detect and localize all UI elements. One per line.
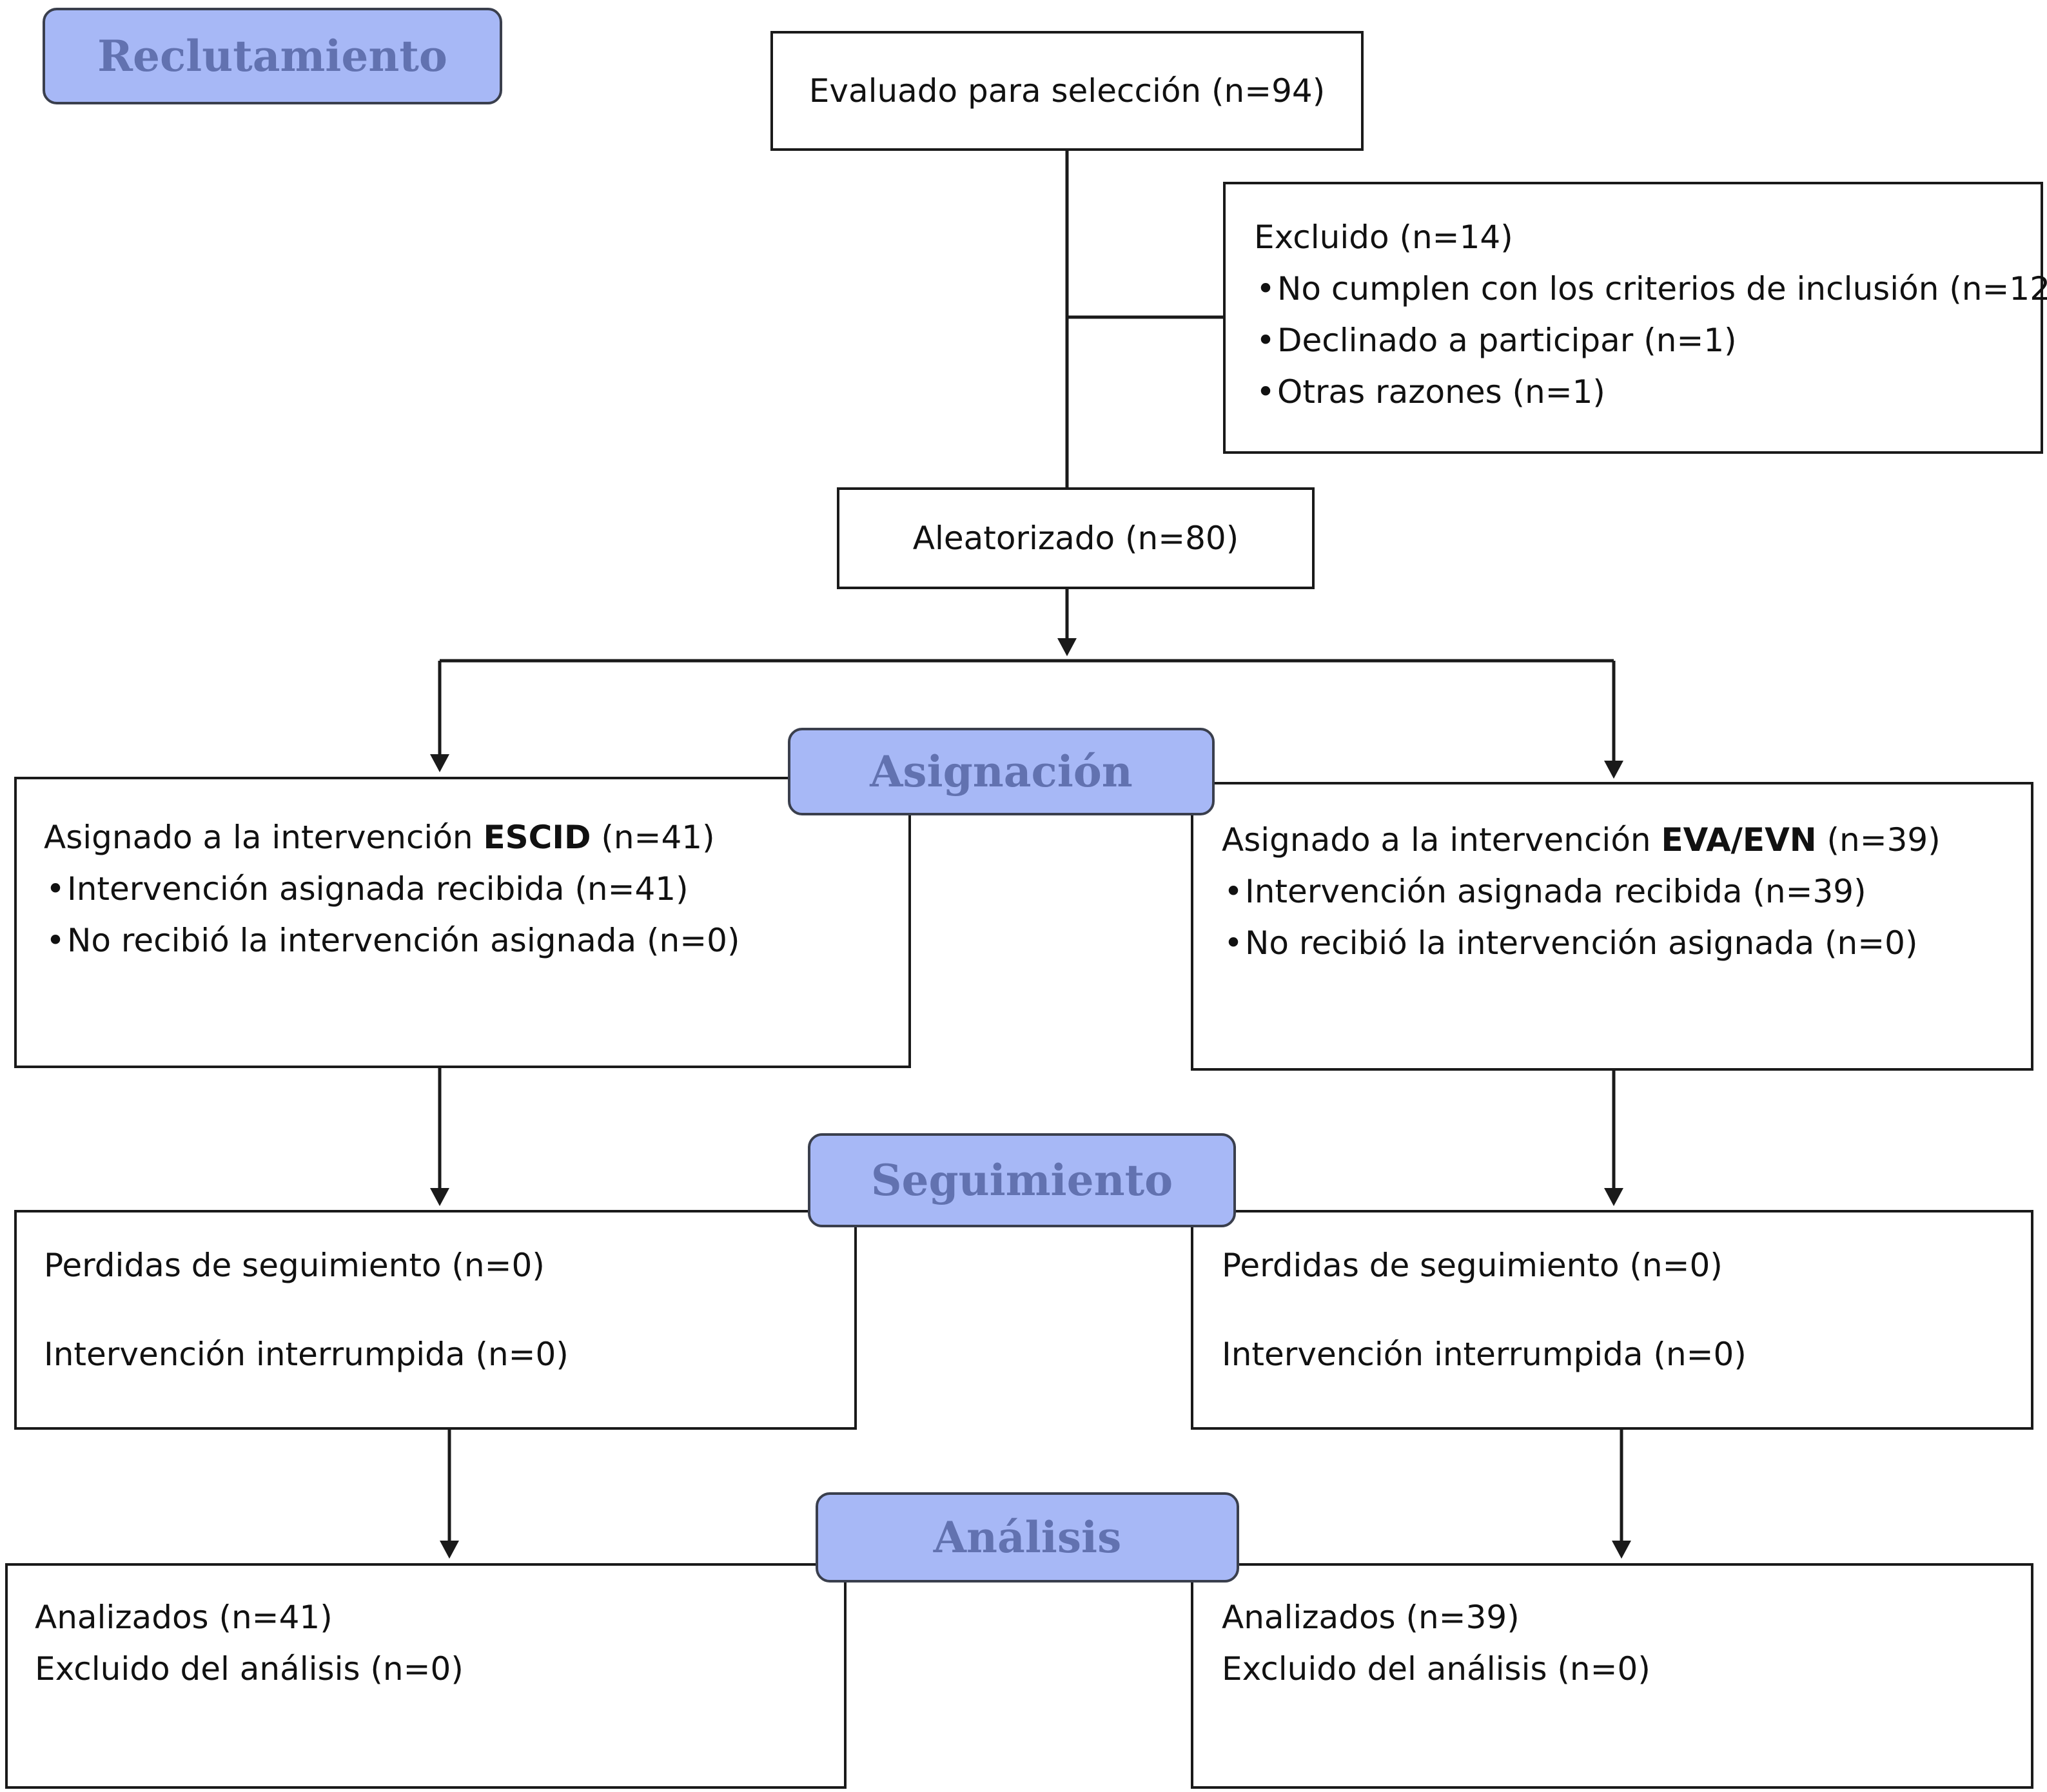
allocation-item-text: Intervención asignada recibida (n=41) — [67, 870, 689, 908]
excluded-item: •Otras razones (n=1) — [1254, 366, 2041, 418]
right-allocation-item: •No recibió la intervención asignada (n=… — [1222, 917, 2031, 969]
excluded-title: Excluido (n=14) — [1254, 219, 1513, 256]
followup-discontinued: Intervención interrumpida (n=0) — [44, 1336, 569, 1373]
followup-discontinued: Intervención interrumpida (n=0) — [1222, 1336, 1747, 1373]
left-followup-arrowhead — [430, 1188, 449, 1206]
excluded-item: •No cumplen con los criterios de inclusi… — [1254, 263, 2047, 315]
left-analysis-arrowhead — [440, 1541, 459, 1559]
right-allocation-arrowhead — [1604, 761, 1623, 779]
left-allocation-item: •Intervención asignada recibida (n=41) — [44, 863, 908, 915]
stage-label-analysis: Análisis — [816, 1492, 1239, 1583]
excluded-item-text: Declinado a participar (n=1) — [1277, 322, 1737, 359]
right-allocation-title: Asignado a la intervención EVA/EVN (n=39… — [1222, 814, 2031, 866]
bullet-icon: • — [1256, 322, 1275, 359]
spacer — [44, 1291, 854, 1329]
analysis-analyzed: Analizados (n=39) — [1222, 1599, 1520, 1636]
allocation-item-text: No recibió la intervención asignada (n=0… — [67, 922, 740, 959]
stage-label-recruitment: Reclutamiento — [43, 8, 502, 104]
left-analysis-box: Analizados (n=41) Excluido del análisis … — [5, 1563, 847, 1789]
excluded-item: •Declinado a participar (n=1) — [1254, 315, 2041, 366]
left-allocation-item: •No recibió la intervención asignada (n=… — [44, 915, 908, 966]
allocation-count: (n=39) — [1816, 821, 1941, 859]
followup-lost: Perdidas de seguimiento (n=0) — [44, 1247, 545, 1284]
bullet-icon: • — [1224, 924, 1243, 962]
randomized-text: Aleatorizado (n=80) — [912, 520, 1239, 557]
allocation-count: (n=41) — [591, 819, 715, 856]
excluded-item-text: Otras razones (n=1) — [1277, 373, 1605, 411]
left-allocation-arrowhead — [430, 754, 449, 772]
stage-label-allocation: Asignación — [788, 728, 1215, 815]
analysis-excluded: Excluido del análisis (n=0) — [1222, 1650, 1650, 1688]
allocation-item-text: Intervención asignada recibida (n=39) — [1245, 873, 1866, 910]
bullet-icon: • — [1256, 270, 1275, 307]
excluded-box: Excluido (n=14) •No cumplen con los crit… — [1223, 182, 2047, 454]
screening-text: Evaluado para selección (n=94) — [808, 72, 1326, 110]
right-followup-arrowhead — [1604, 1188, 1623, 1206]
allocation-prefix: Asignado a la intervención — [44, 819, 484, 856]
followup-lost: Perdidas de seguimiento (n=0) — [1222, 1247, 1723, 1284]
randomized-box: Aleatorizado (n=80) — [837, 487, 1315, 589]
bullet-icon: • — [46, 922, 65, 959]
analysis-analyzed: Analizados (n=41) — [35, 1599, 333, 1636]
randomized-arrowhead — [1057, 638, 1077, 656]
allocation-prefix: Asignado a la intervención — [1222, 821, 1661, 859]
allocation-item-text: No recibió la intervención asignada (n=0… — [1245, 924, 1918, 962]
right-followup-box: Perdidas de seguimiento (n=0) Intervenci… — [1191, 1210, 2033, 1430]
spacer — [1222, 1291, 2031, 1329]
screening-box: Evaluado para selección (n=94) — [770, 31, 1364, 151]
left-followup-box: Perdidas de seguimiento (n=0) Intervenci… — [14, 1210, 857, 1430]
left-allocation-box: Asignado a la intervención ESCID (n=41) … — [14, 777, 911, 1068]
right-analysis-arrowhead — [1612, 1541, 1631, 1559]
right-allocation-box: Asignado a la intervención EVA/EVN (n=39… — [1191, 782, 2033, 1071]
intervention-name: ESCID — [483, 819, 591, 856]
stage-label-followup: Seguimiento — [808, 1133, 1236, 1227]
bullet-icon: • — [1224, 873, 1243, 910]
excluded-item-text: No cumplen con los criterios de inclusió… — [1277, 270, 2047, 307]
bullet-icon: • — [46, 870, 65, 908]
bullet-icon: • — [1256, 373, 1275, 411]
analysis-excluded: Excluido del análisis (n=0) — [35, 1650, 464, 1688]
right-analysis-box: Analizados (n=39) Excluido del análisis … — [1191, 1563, 2033, 1789]
right-allocation-item: •Intervención asignada recibida (n=39) — [1222, 866, 2031, 917]
left-allocation-title: Asignado a la intervención ESCID (n=41) — [44, 812, 908, 863]
intervention-name: EVA/EVN — [1661, 821, 1817, 859]
